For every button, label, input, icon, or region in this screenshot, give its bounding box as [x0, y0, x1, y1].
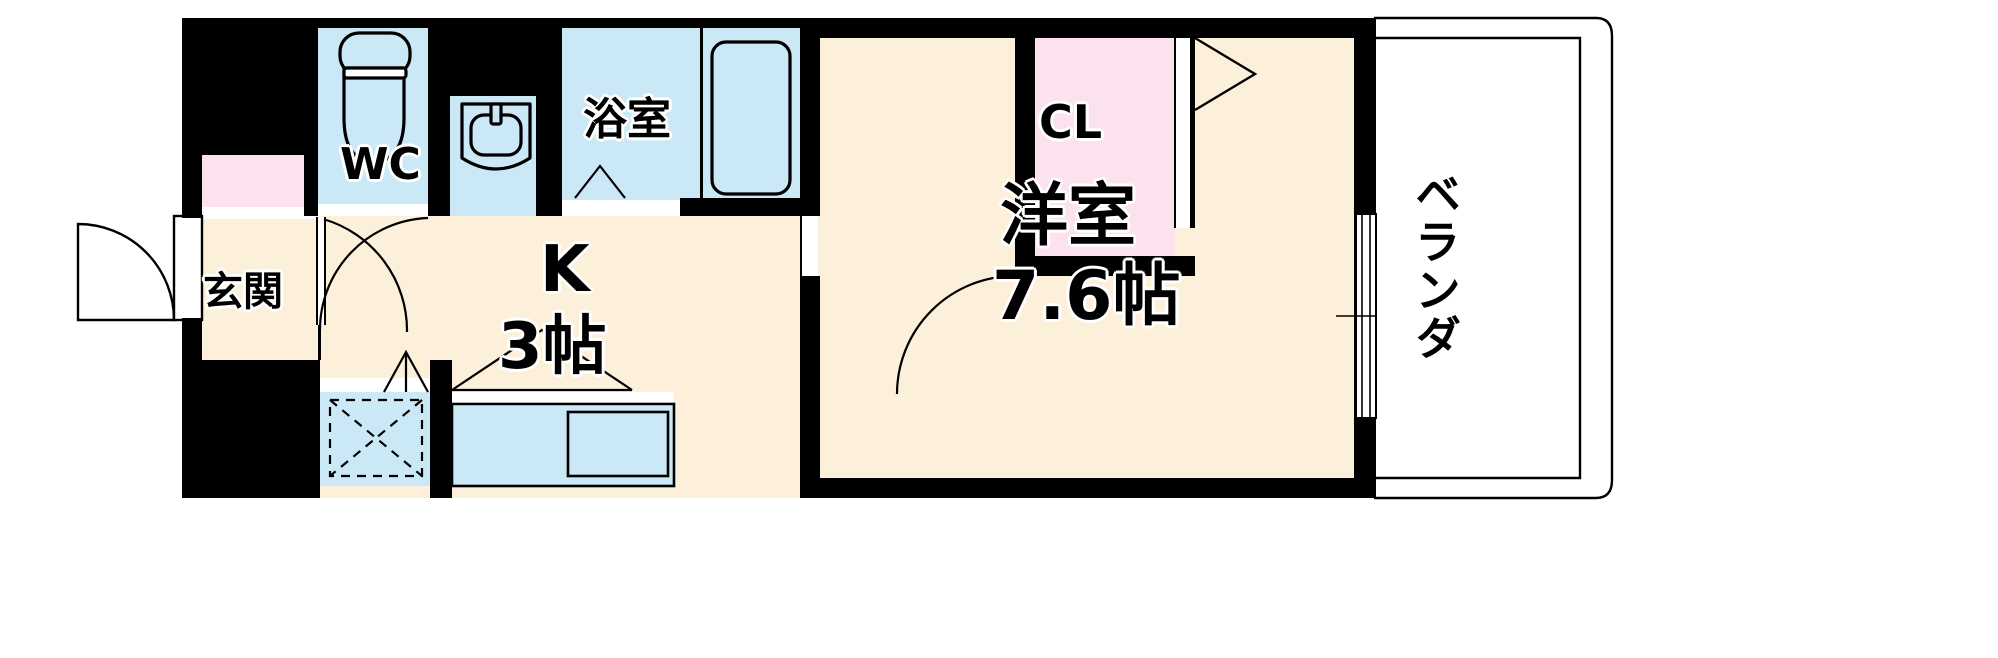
wall-block-washroom-left — [428, 18, 450, 216]
room-balcony — [1374, 18, 1612, 498]
label-balcony: ベランダ — [1408, 170, 1462, 362]
wall-bathroom-bottom — [680, 198, 800, 218]
label-entrance: 玄関 — [203, 269, 283, 315]
genkan-shoe-box — [202, 155, 304, 207]
label-kitchen-area: 3帖 — [498, 310, 607, 384]
washing-machine-pan — [320, 390, 432, 486]
label-main-room-area: 7.6帖 — [992, 257, 1181, 336]
wall-partition-center — [800, 18, 820, 216]
label-bathroom: 浴室 — [583, 94, 671, 145]
genkan-shoebox-sill — [202, 207, 304, 219]
label-wc: WC — [340, 139, 421, 190]
label-closet: CL — [1039, 95, 1103, 149]
label-kitchen-letter: K — [540, 233, 590, 307]
kitchen-counter-sill — [452, 392, 674, 406]
wall-block-bath-left — [536, 18, 562, 216]
room-genkan — [202, 219, 318, 360]
wall-block-lower-left — [182, 360, 318, 498]
bathroom-door-sill — [562, 200, 680, 214]
bathroom-divider — [700, 28, 703, 212]
sliding-door-track — [802, 216, 818, 276]
wall-partition-center-2 — [800, 276, 820, 498]
wc-door-sill — [318, 204, 428, 218]
wall-wm-left — [318, 360, 320, 498]
wall-wm-right — [430, 360, 452, 498]
washing-machine-sill — [320, 378, 432, 392]
label-main-room: 洋室 — [1000, 177, 1137, 256]
